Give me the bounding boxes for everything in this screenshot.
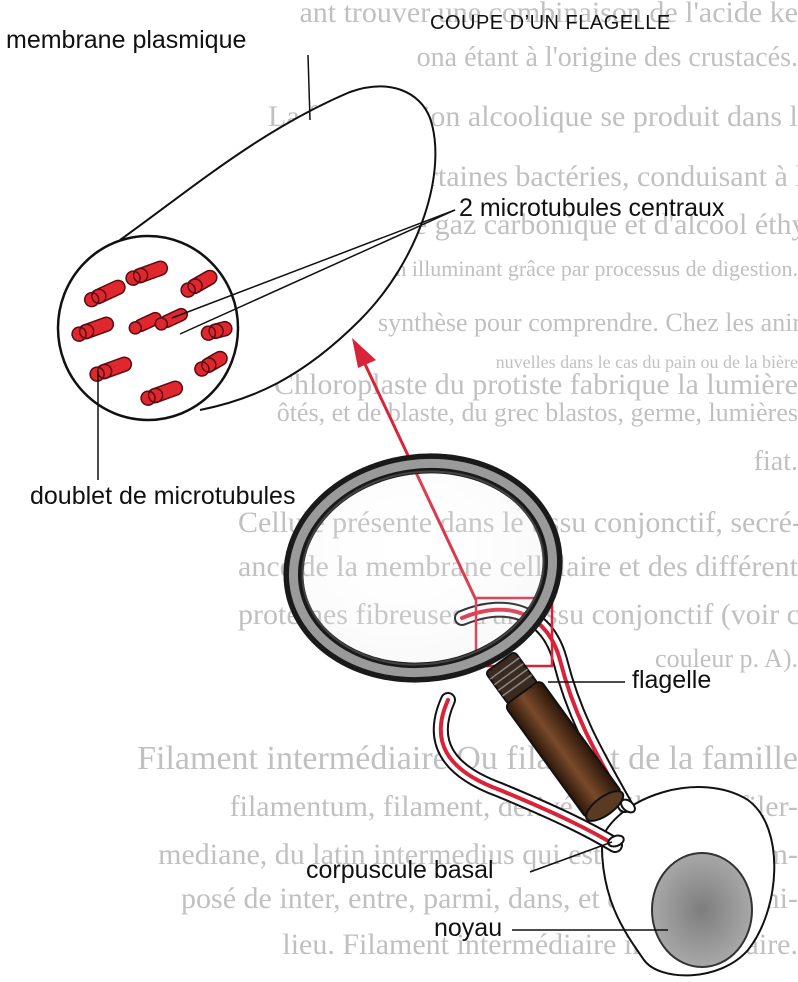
- zoom-arrow-head: [352, 338, 376, 368]
- label-microtubules-centraux: 2 microtubules centraux: [459, 194, 724, 223]
- label-doublet-microtubules: doublet de microtubules: [30, 482, 295, 511]
- nucleus: [652, 853, 752, 967]
- label-membrane-plasmique: membrane plasmique: [6, 26, 246, 55]
- label-flagelle: flagelle: [632, 666, 711, 695]
- label-noyau: noyau: [434, 914, 502, 943]
- label-corpuscule-basal: corpuscule basal: [306, 856, 494, 885]
- page-title: COUPE D’UN FLAGELLE: [430, 12, 671, 35]
